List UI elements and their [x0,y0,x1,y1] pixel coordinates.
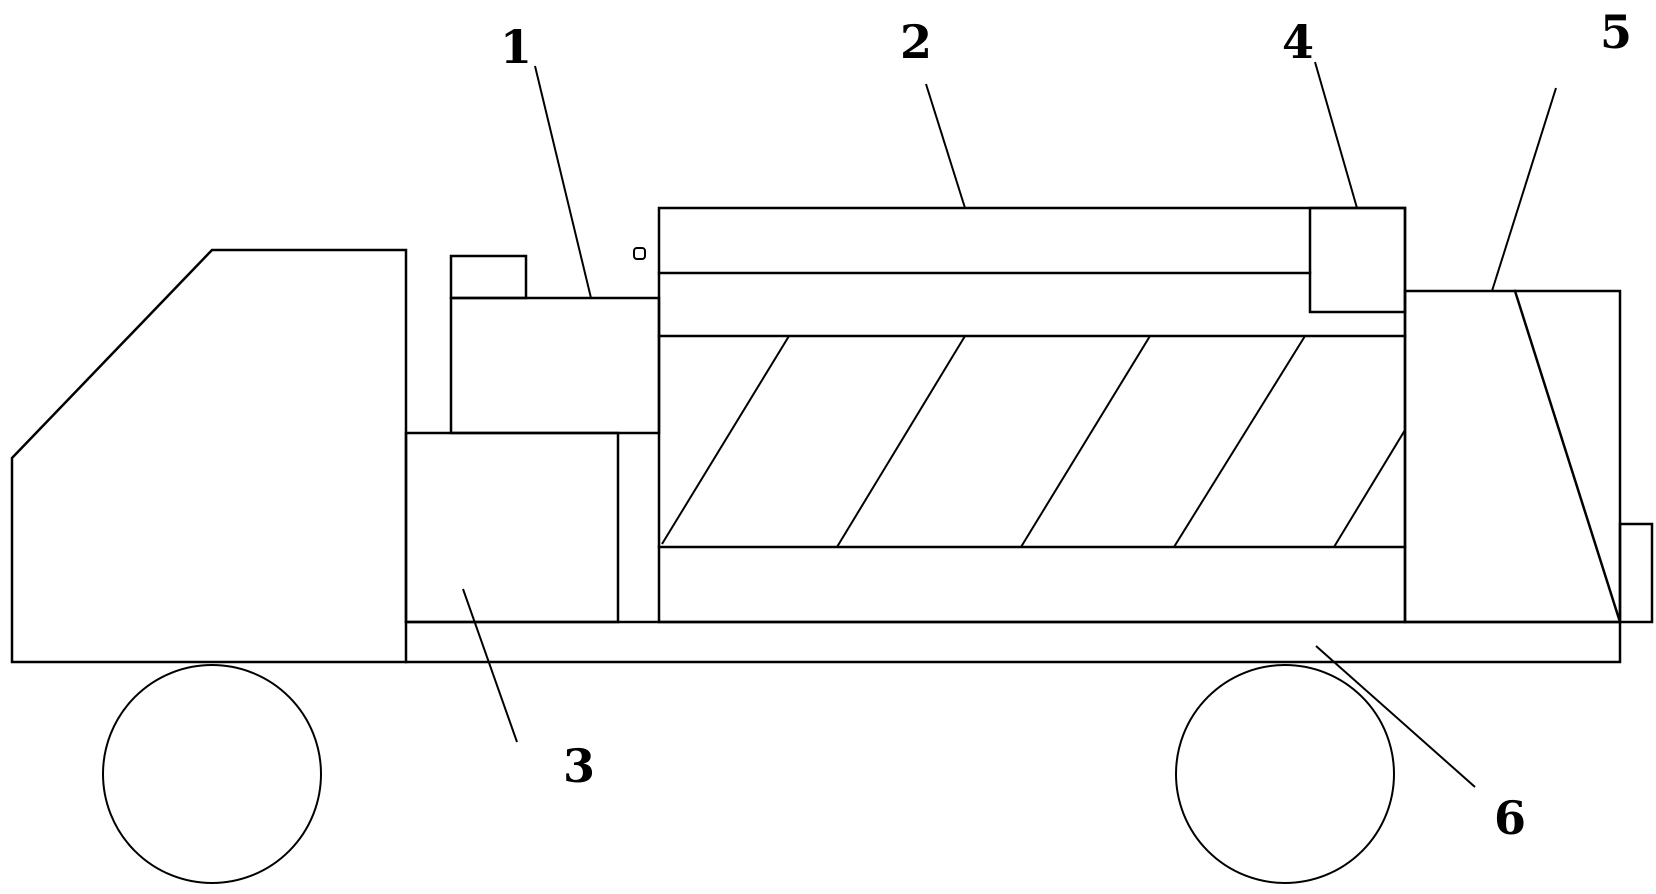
equipment-housing [449,296,661,435]
label-5: 5 [1600,5,1632,59]
rear-unit-slant [1513,289,1622,624]
hatch-line [1333,429,1406,548]
equipment-top-box [449,254,528,300]
leader-line-5 [1491,87,1557,292]
indicator-circle [633,247,646,260]
front-wheel [102,664,322,884]
label-6: 6 [1494,791,1526,845]
leader-line-2 [925,83,966,209]
label-4: 4 [1282,15,1314,69]
label-3: 3 [563,739,595,793]
label-1: 1 [500,20,532,74]
label-2: 2 [900,15,932,69]
rear-unit [1403,289,1622,624]
hatch-line [1020,335,1151,548]
front-box [404,431,620,624]
tank-hatching [661,335,1406,548]
leader-line-3 [462,588,518,743]
leader-line-1 [534,65,592,299]
truck-cab [10,248,408,664]
rear-bumper [1618,522,1654,624]
leader-line-4 [1314,61,1358,209]
control-box [1308,206,1407,314]
hatch-line [836,335,966,548]
leader-line-6 [1315,645,1476,788]
rear-wheel [1175,664,1395,884]
hatch-line [1173,335,1306,548]
hatch-line [661,335,790,545]
tank-body [657,206,1407,624]
chassis-frame [404,620,1622,664]
